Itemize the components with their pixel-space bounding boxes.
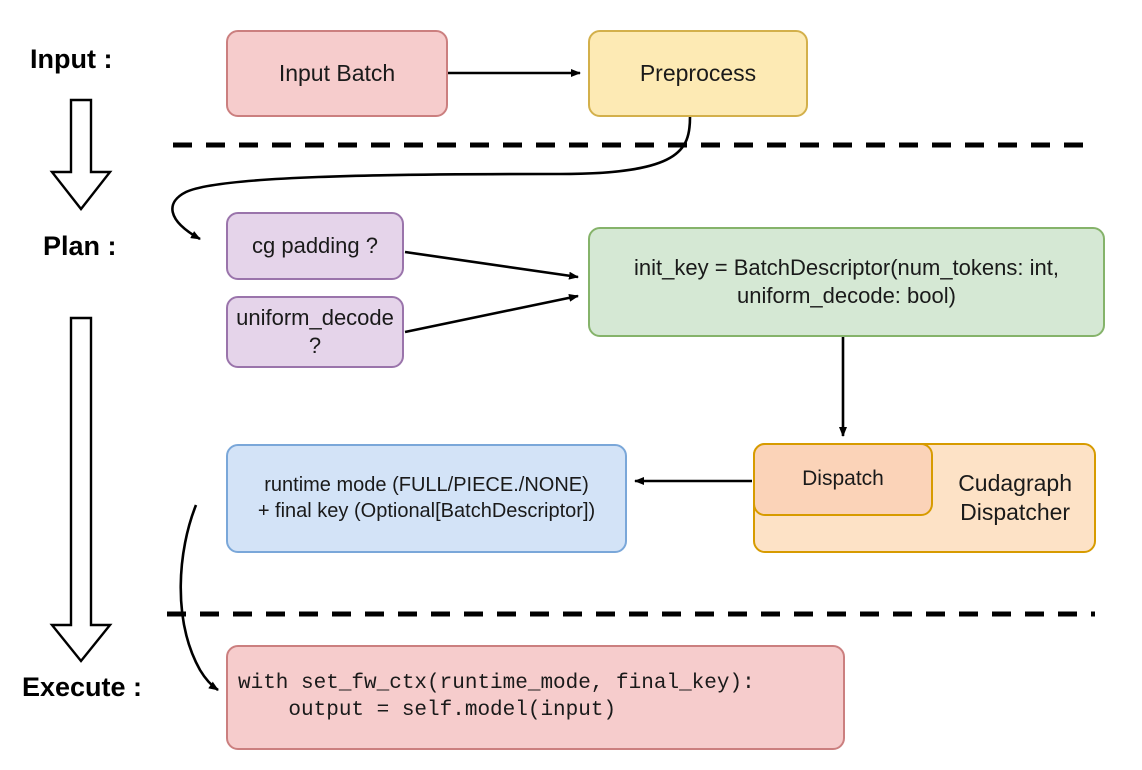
stage-label-execute: Execute : xyxy=(22,672,143,702)
plan-to-execute-block-arrow xyxy=(49,316,113,663)
input-to-plan-block-arrow xyxy=(49,98,113,211)
arrow-cg-padding-to-init-key xyxy=(404,250,579,280)
node-execute-code-label: with set_fw_ctx(runtime_mode, final_key)… xyxy=(238,671,755,722)
node-preprocess[interactable]: Preprocess xyxy=(588,30,808,117)
node-input-batch[interactable]: Input Batch xyxy=(226,30,448,117)
arrow-uniform-decode-to-init-key xyxy=(404,293,579,334)
stage-label-plan: Plan : xyxy=(43,231,117,261)
stage-label-input: Input : xyxy=(30,44,113,74)
node-preprocess-label: Preprocess xyxy=(639,59,757,86)
node-init-key[interactable]: init_key = BatchDescriptor(num_tokens: i… xyxy=(588,227,1105,337)
node-dispatch[interactable]: Dispatch xyxy=(753,443,933,516)
node-runtime-mode-label: runtime mode (FULL/PIECE./NONE) + final … xyxy=(257,473,596,522)
node-cudagraph-dispatcher-label: Cudagraph Dispatcher xyxy=(958,469,1072,525)
node-cg-padding[interactable]: cg padding ? xyxy=(226,212,404,280)
node-cg-padding-label: cg padding ? xyxy=(252,232,378,258)
node-uniform-decode[interactable]: uniform_decode ? xyxy=(226,296,404,368)
node-init-key-label: init_key = BatchDescriptor(num_tokens: i… xyxy=(634,254,1059,308)
node-input-batch-label: Input Batch xyxy=(278,59,396,86)
node-dispatch-label: Dispatch xyxy=(802,467,884,491)
arrow-runtime-mode-to-execute-code xyxy=(179,504,219,692)
node-execute-code[interactable]: with set_fw_ctx(runtime_mode, final_key)… xyxy=(226,645,845,750)
node-uniform-decode-label: uniform_decode ? xyxy=(236,304,394,358)
node-runtime-mode[interactable]: runtime mode (FULL/PIECE./NONE) + final … xyxy=(226,444,627,553)
